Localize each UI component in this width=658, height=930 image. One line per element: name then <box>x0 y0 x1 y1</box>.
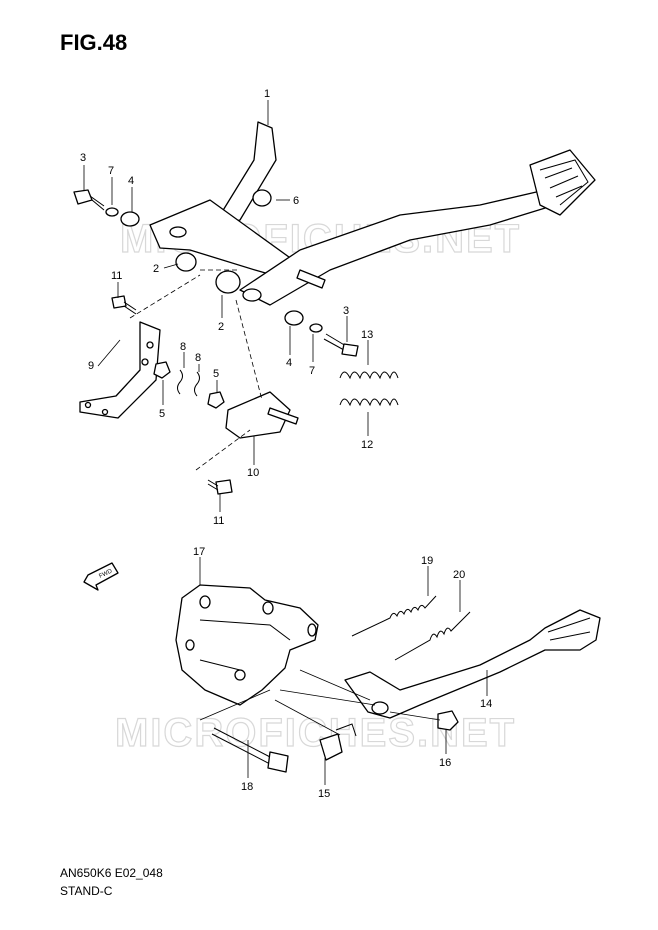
bushing-2b <box>215 270 241 294</box>
callout-8a: 8 <box>180 341 186 353</box>
nut-5b <box>207 391 225 409</box>
callout-1: 1 <box>264 88 270 100</box>
bolt-3b-head <box>341 343 359 357</box>
callout-19: 19 <box>421 555 433 567</box>
bolt-15 <box>319 733 343 761</box>
stand-bracket <box>79 321 161 419</box>
callout-13: 13 <box>361 329 373 341</box>
center-stand-assembly <box>73 121 596 495</box>
spacer-4b <box>284 310 304 326</box>
callout-2a: 2 <box>153 263 159 275</box>
callout-5b: 5 <box>213 368 219 380</box>
callout-7b: 7 <box>309 365 315 377</box>
side-stand-assembly: FWD <box>83 562 601 773</box>
clip-8a <box>177 369 183 395</box>
callout-20: 20 <box>453 569 465 581</box>
bolt-18-shank <box>211 727 273 765</box>
callout-15: 15 <box>318 788 330 800</box>
callout-5a: 5 <box>159 408 165 420</box>
callout-18: 18 <box>241 781 253 793</box>
callout-4b: 4 <box>286 357 292 369</box>
spring-13 <box>339 371 399 380</box>
washer-7 <box>105 207 119 217</box>
spring-19 <box>351 595 437 637</box>
fwd-arrow <box>83 562 119 591</box>
bolt-18-head <box>267 751 289 773</box>
callout-2b: 2 <box>218 321 224 333</box>
washer-7b <box>309 323 323 333</box>
callout-8b: 8 <box>195 352 201 364</box>
fwd-label: FWD <box>98 568 114 579</box>
nut-5a <box>153 361 171 379</box>
bolt-11b-head <box>215 479 233 495</box>
stand-plate <box>225 391 291 439</box>
stand-pivot-hole <box>169 226 187 238</box>
spacer-4 <box>120 211 140 227</box>
center-stand-leg <box>221 121 277 223</box>
stopper-rubber <box>252 189 272 207</box>
callout-12: 12 <box>361 439 373 451</box>
callout-numbers: 1 3 7 4 6 2 11 2 9 8 8 5 5 4 7 3 13 12 1… <box>80 88 492 800</box>
stand-pivot-hole-2 <box>242 288 262 302</box>
bushing-2a <box>175 252 197 272</box>
callout-10: 10 <box>247 467 259 479</box>
callout-11b: 11 <box>213 515 224 527</box>
callout-17: 17 <box>193 546 205 558</box>
callout-14: 14 <box>480 698 492 710</box>
side-stand-leg <box>344 609 601 719</box>
figure-title: FIG.48 <box>60 30 128 55</box>
callout-7: 7 <box>108 165 114 177</box>
nut-16 <box>437 710 459 731</box>
figure-code: AN650K6 E02_048 <box>60 866 163 880</box>
callout-16: 16 <box>439 757 451 769</box>
bolt-3-head <box>73 189 93 205</box>
bolt-11a-head <box>111 295 127 309</box>
callout-11a: 11 <box>111 270 122 282</box>
side-stand-bracket <box>175 584 319 706</box>
callout-3: 3 <box>80 152 86 164</box>
clip-8b <box>194 371 200 397</box>
spring-12 <box>339 398 399 407</box>
callout-3b: 3 <box>343 305 349 317</box>
callout-4: 4 <box>128 175 134 187</box>
spring-20 <box>394 611 471 661</box>
figure-name: STAND-C <box>60 884 113 898</box>
callout-leaders <box>83 100 488 785</box>
callout-6: 6 <box>293 195 299 207</box>
callout-9: 9 <box>88 360 94 372</box>
